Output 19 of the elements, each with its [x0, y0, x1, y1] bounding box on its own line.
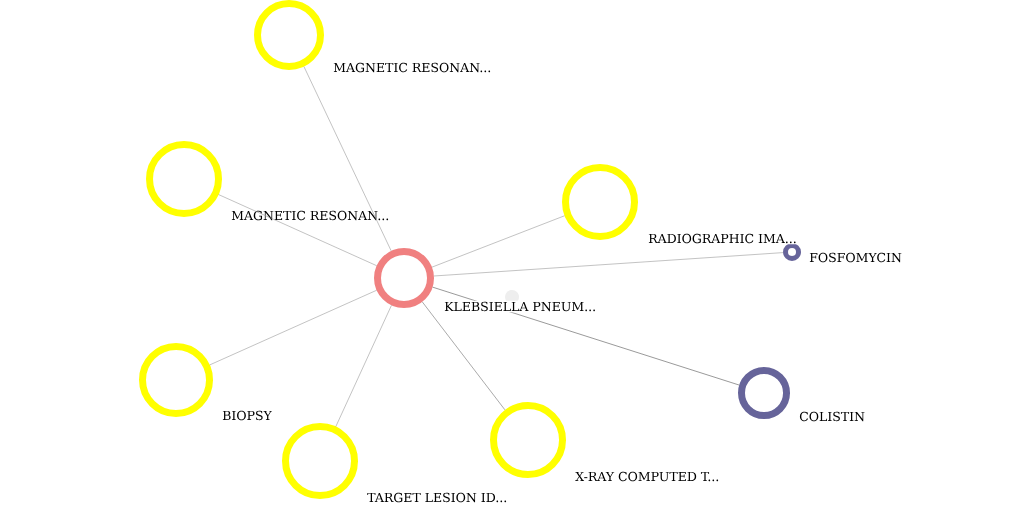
connector-line	[421, 301, 506, 411]
connector-line	[432, 286, 740, 386]
connector-line	[335, 304, 392, 427]
node-label: RADIOGRAPHIC IMA...	[647, 232, 798, 245]
connector-line	[431, 215, 565, 268]
node-label: X-RAY COMPUTED T...	[574, 470, 721, 483]
connector-line	[209, 289, 377, 366]
node-label: MAGNETIC RESONAN...	[230, 209, 391, 222]
node-label: BIOPSY	[221, 409, 273, 422]
node-label: COLISTIN	[798, 410, 867, 423]
connector-line	[433, 252, 784, 277]
connector-line	[303, 66, 392, 252]
node-label: KLEBSIELLA PNEUM...	[443, 300, 598, 313]
node-label: FOSFOMYCIN	[808, 251, 903, 264]
node-label: TARGET LESION ID...	[366, 491, 509, 504]
node-circle	[374, 248, 434, 308]
connector-line	[218, 194, 377, 266]
node-circle	[562, 164, 638, 240]
node-label: MAGNETIC RESONAN...	[332, 61, 493, 74]
